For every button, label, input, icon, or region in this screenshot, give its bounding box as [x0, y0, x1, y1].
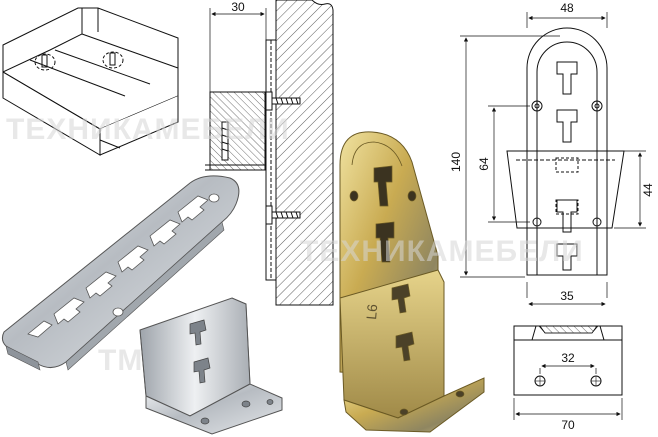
- screw-drawer: [221, 121, 229, 161]
- part-marking-label: L6: [363, 303, 380, 320]
- screw-lower: [265, 205, 301, 225]
- dim-front-width: 48: [560, 1, 574, 15]
- section-view: [205, 0, 334, 306]
- steel-hook-bracket: [139, 297, 283, 435]
- screw-upper: [265, 91, 301, 111]
- dim-hole-distance: 32: [561, 351, 575, 365]
- brass-hanger: [339, 131, 485, 433]
- dim-hook-width: 35: [560, 289, 574, 303]
- bottom-view: [513, 325, 623, 420]
- front-view: [460, 12, 646, 307]
- drawer-sketch: [2, 7, 179, 156]
- dim-total-width: 70: [561, 418, 575, 432]
- watermark-brand-right: ТЕХНИКАМЕБЕЛИ: [300, 235, 584, 268]
- dim-hole-spacing: 64: [477, 157, 491, 171]
- steel-wall-plate: [1, 175, 240, 371]
- dim-front-height: 140: [449, 152, 463, 172]
- dim-hook-height: 44: [641, 183, 655, 197]
- dim-section-depth: 30: [231, 0, 245, 14]
- watermark-brand-left: ТЕХНИКАМЕБЕЛИ: [6, 113, 290, 146]
- watermark-logo: TM: [98, 344, 143, 377]
